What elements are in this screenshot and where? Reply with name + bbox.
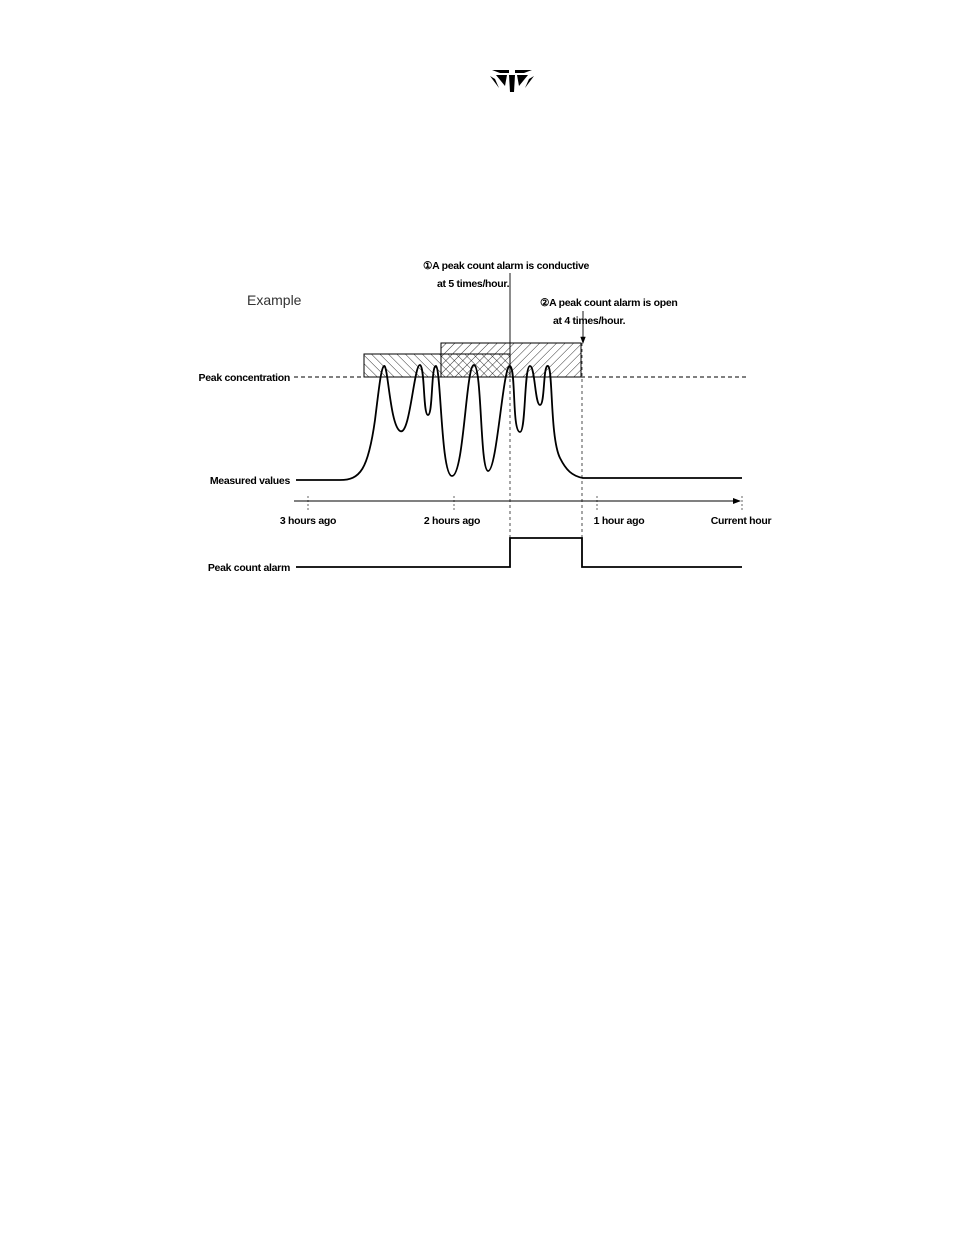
peak-count-alarm-signal [296, 538, 742, 567]
example-label: Example [247, 292, 302, 308]
time-label-current-hour: Current hour [711, 515, 772, 527]
company-logo-icon [490, 70, 534, 92]
peak-concentration-label: Peak concentration [199, 372, 290, 384]
measured-values-label: Measured values [210, 475, 291, 487]
peak-count-alarm-label: Peak count alarm [208, 562, 290, 574]
time-label-3-hours-ago: 3 hours ago [280, 515, 336, 527]
annotation-1-line2: at 5 times/hour. [437, 278, 510, 290]
annotation-2-line1: ②A peak count alarm is open [540, 297, 677, 309]
annotation-2-line2: at 4 times/hour. [553, 315, 626, 327]
window-2-hatch [441, 343, 581, 377]
annotation-1-text: A peak count alarm is conductive [432, 260, 589, 272]
time-label-2-hours-ago: 2 hours ago [424, 515, 480, 527]
annotation-2-text: A peak count alarm is open [549, 297, 677, 309]
time-label-1-hour-ago: 1 hour ago [594, 515, 645, 527]
annotation-1-line1: ①A peak count alarm is conductive [423, 260, 589, 272]
measured-values-curve [296, 365, 742, 480]
